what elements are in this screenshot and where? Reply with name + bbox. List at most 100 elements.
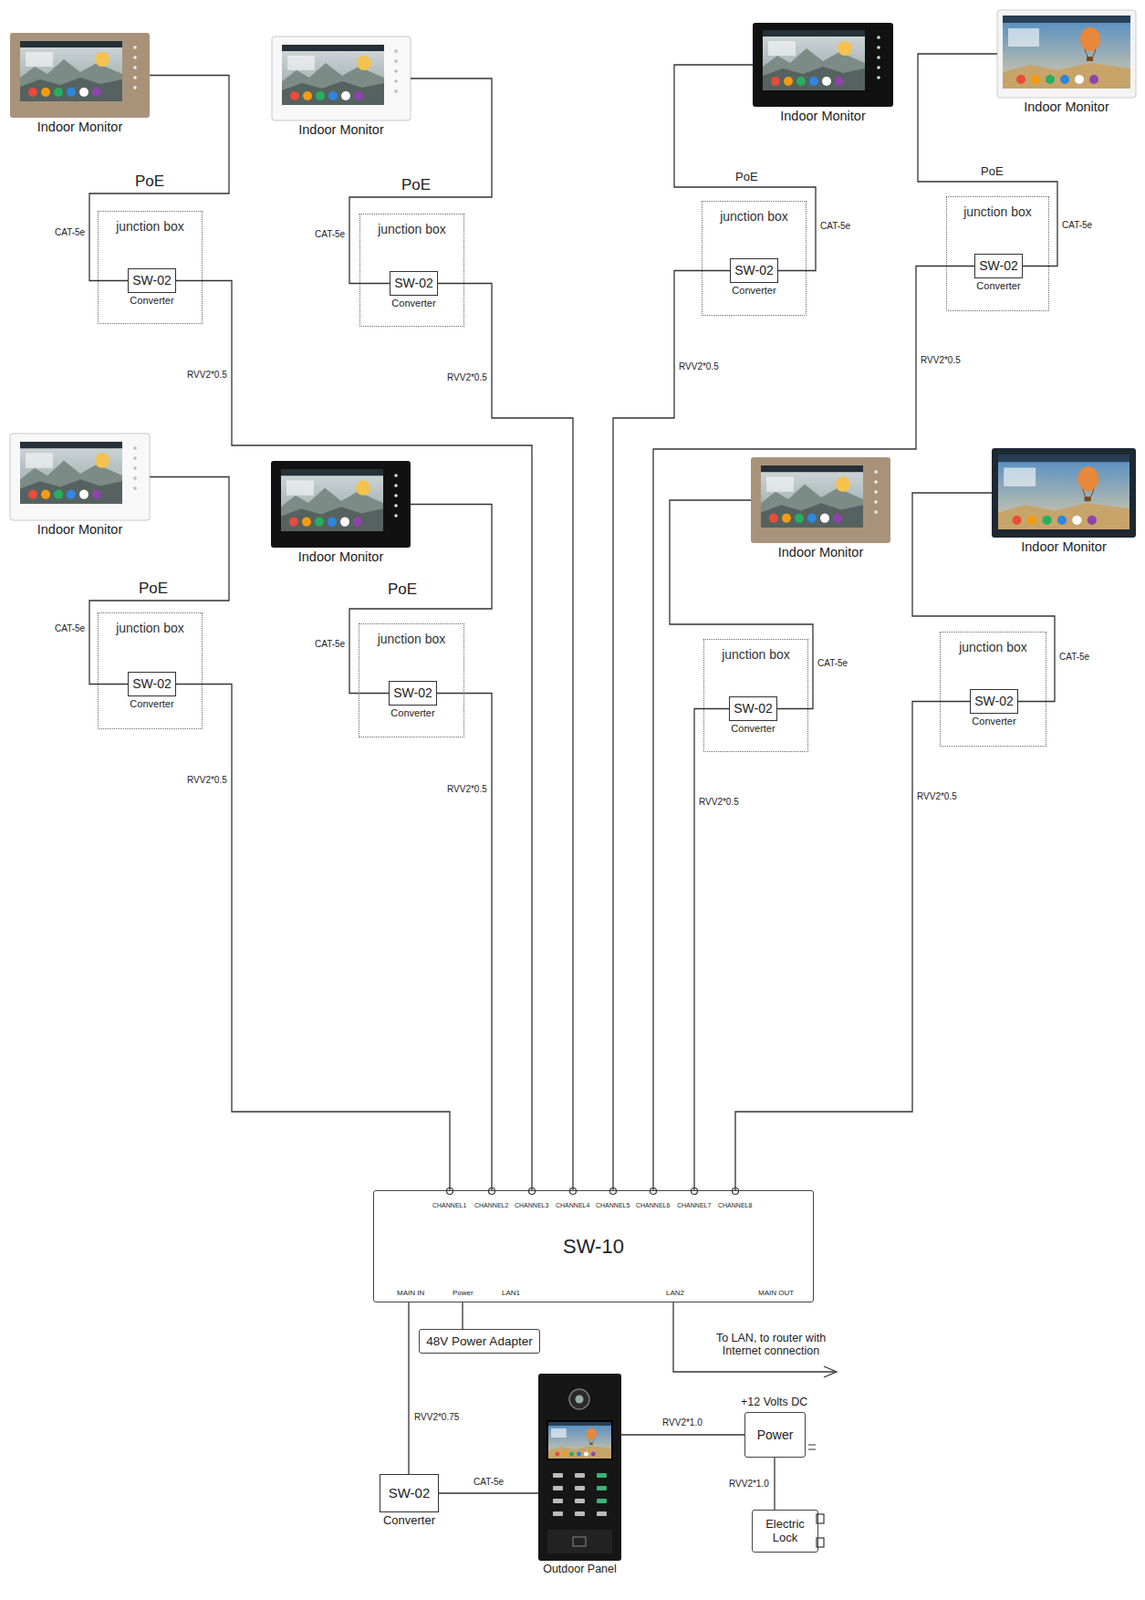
junction-box: junction boxSW-02Converter — [359, 213, 465, 327]
cable-line — [437, 693, 492, 1191]
device-caption: Indoor Monitor — [10, 119, 150, 136]
indoor-monitor: Indoor Monitor — [997, 10, 1136, 115]
camera-lens — [575, 1394, 584, 1404]
junction-box: junction boxSW-02Converter — [701, 200, 807, 316]
indoor-monitor: Indoor Monitor — [270, 460, 411, 565]
monitor-area — [271, 36, 411, 121]
monitor-screen — [998, 454, 1130, 530]
monitor-screen — [760, 465, 864, 528]
cable-label: RVV2*1.0 — [660, 1416, 705, 1428]
cable-label: CAT-5e — [471, 1476, 506, 1488]
annotation: CHANNEL6 — [635, 1201, 670, 1209]
monitor-screen — [281, 44, 385, 105]
converter-caption: Converter — [127, 697, 177, 710]
converter-outline: SW-02 — [127, 268, 177, 293]
touch-keys — [874, 469, 878, 514]
converter-box: SW-02Converter — [969, 688, 1019, 728]
converter-outline: SW-02 — [389, 270, 438, 296]
monitor-screen — [281, 468, 384, 531]
cable-line — [438, 1491, 539, 1493]
box-title: junction box — [98, 613, 202, 635]
converter-name: SW-02 — [734, 262, 774, 278]
monitor-bezel — [752, 22, 894, 107]
monitor-bezel — [10, 32, 150, 118]
converter-name: SW-02 — [733, 700, 773, 716]
indoor-monitor: Indoor Monitor — [991, 447, 1136, 555]
converter-outline: SW-02 — [388, 680, 438, 706]
connector-group — [89, 53, 1058, 1510]
converter-box: SW-02Converter — [388, 680, 438, 719]
converter-outline: SW-02 — [969, 688, 1019, 714]
monitor-picture — [10, 32, 150, 118]
dc-symbol — [808, 1444, 816, 1449]
converter-outline: SW-02 — [974, 253, 1023, 279]
device-box: 48V Power Adapter — [418, 1328, 541, 1354]
cable-label: RVV2*0.75 — [412, 1411, 461, 1423]
converter-caption: Converter — [974, 280, 1023, 292]
touch-keys — [394, 473, 398, 518]
box-text: Electric Lock — [758, 1517, 812, 1545]
converter-box: SW-02Converter — [379, 1473, 439, 1528]
converter-box: SW-02Converter — [728, 696, 778, 735]
converter-box: SW-02Converter — [729, 258, 779, 297]
annotation: LAN1 — [501, 1288, 521, 1297]
annotation: Power — [452, 1288, 474, 1297]
cable-line — [694, 708, 729, 1191]
touch-keys — [394, 49, 398, 94]
panel-area — [538, 1373, 622, 1561]
annotation: PoE — [733, 170, 760, 185]
indoor-monitor: Indoor Monitor — [750, 457, 891, 561]
monitor-picture — [271, 36, 411, 121]
box-text: SW-10 — [562, 1234, 625, 1258]
box-text: Power — [757, 1426, 794, 1442]
device-caption: Indoor Monitor — [991, 539, 1136, 555]
junction-box: junction boxSW-02Converter — [703, 638, 809, 752]
monitor-bezel — [10, 433, 150, 521]
monitor-picture — [10, 433, 150, 521]
monitor-picture — [270, 460, 411, 548]
cable-line — [917, 53, 1058, 267]
annotation: CHANNEL8 — [718, 1201, 752, 1209]
converter-name: SW-02 — [978, 258, 1019, 273]
converter-outline: SW-02 — [379, 1473, 439, 1512]
junction-box: junction boxSW-02Converter — [97, 210, 203, 324]
converter-box: SW-02Converter — [127, 268, 177, 307]
outdoor-panel-picture — [538, 1373, 622, 1561]
converter-name: SW-02 — [974, 693, 1014, 708]
panel-screen-frame — [546, 1419, 614, 1460]
annotation: PoE — [978, 165, 1006, 179]
cable-label: RVV2*0.5 — [697, 796, 741, 808]
converter-name: SW-02 — [394, 275, 434, 291]
keypad — [552, 1472, 607, 1516]
converter-caption: Converter — [127, 294, 177, 307]
box-title: junction box — [940, 632, 1046, 655]
card-reader — [547, 1529, 613, 1553]
cable-line — [912, 492, 1055, 702]
panel-screen — [548, 1421, 612, 1458]
junction-box: junction boxSW-02Converter — [358, 623, 465, 738]
cable-line — [461, 1301, 463, 1329]
cable-label: CAT-5e — [1060, 219, 1094, 231]
monitor-area — [991, 447, 1136, 538]
device-box: Power — [744, 1411, 806, 1458]
annotation: CHANNEL7 — [676, 1201, 711, 1209]
device-caption: Outdoor Panel — [538, 1561, 622, 1575]
monitor-area — [752, 22, 894, 107]
converter-name: SW-02 — [393, 685, 433, 700]
annotation: LAN2 — [666, 1288, 685, 1297]
cable-label: RVV2*0.5 — [185, 369, 229, 381]
monitor-picture — [752, 22, 894, 107]
lan-arrowhead — [823, 1365, 837, 1377]
cable-label: RVV2*0.5 — [445, 372, 490, 384]
converter-caption: Converter — [389, 297, 438, 310]
junction-box: junction boxSW-02Converter — [939, 631, 1047, 747]
device-caption: Indoor Monitor — [752, 108, 894, 125]
box-title: junction box — [704, 639, 808, 662]
touch-keys — [133, 45, 137, 90]
cable-label: RVV2*0.5 — [676, 361, 721, 373]
indoor-monitor: Indoor Monitor — [10, 32, 150, 136]
cable-line — [176, 684, 450, 1191]
device-caption: Indoor Monitor — [997, 99, 1136, 115]
